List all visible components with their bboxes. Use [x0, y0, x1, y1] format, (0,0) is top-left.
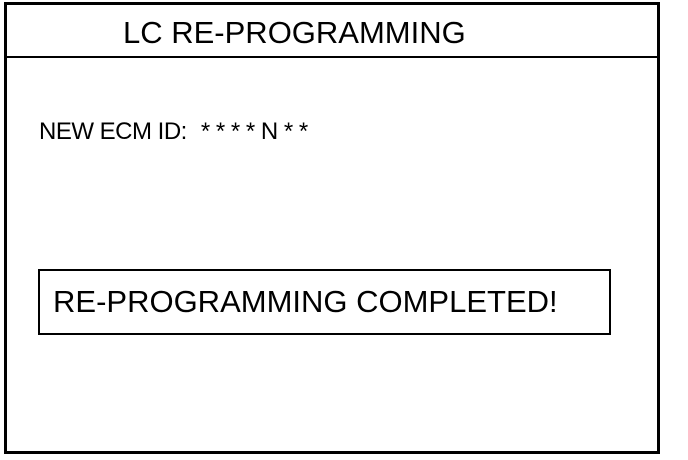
screen-title: LC RE-PROGRAMMING: [123, 15, 466, 50]
title-bar: LC RE-PROGRAMMING: [7, 5, 657, 58]
ecm-id-value: * * * * N * *: [200, 118, 308, 145]
ecm-id-label: NEW ECM ID:: [39, 118, 187, 145]
status-message-box: RE-PROGRAMMING COMPLETED!: [38, 269, 611, 335]
status-message: RE-PROGRAMMING COMPLETED!: [53, 284, 558, 319]
programming-screen: LC RE-PROGRAMMING NEW ECM ID: * * * * N *…: [4, 2, 660, 454]
ecm-id-row: NEW ECM ID: * * * * N * *: [39, 118, 308, 146]
